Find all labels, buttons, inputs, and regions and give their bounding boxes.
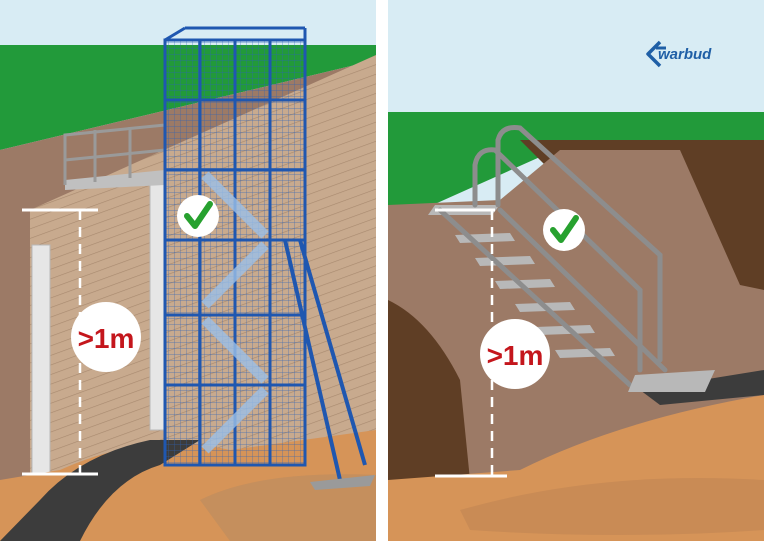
wall-post (31, 244, 51, 486)
left-height-marker: >1m (22, 208, 141, 476)
top-platform (65, 170, 165, 190)
right-check-icon (543, 209, 585, 251)
left-panel: >1m (0, 0, 376, 541)
right-height-label: >1m (487, 340, 544, 371)
right-ground-shade (460, 478, 764, 535)
left-ground-shade (200, 474, 376, 541)
right-left-cut (388, 300, 470, 480)
logo-text: warbud (658, 46, 712, 63)
wall-post (149, 179, 165, 431)
panel-divider (376, 0, 388, 541)
left-height-label: >1m (78, 323, 135, 354)
right-panel: >1m warbud (388, 0, 764, 541)
left-path (0, 440, 200, 541)
stair-bottom-plate (628, 370, 715, 392)
right-height-marker: >1m (435, 208, 550, 478)
stair-tower (163, 26, 375, 490)
platform-railing (63, 123, 166, 185)
tower-stairs (201, 171, 269, 454)
left-check-icon (177, 195, 219, 237)
warbud-logo: warbud (646, 40, 712, 68)
tower-braces (283, 239, 367, 481)
tower-base-plate (310, 475, 375, 490)
